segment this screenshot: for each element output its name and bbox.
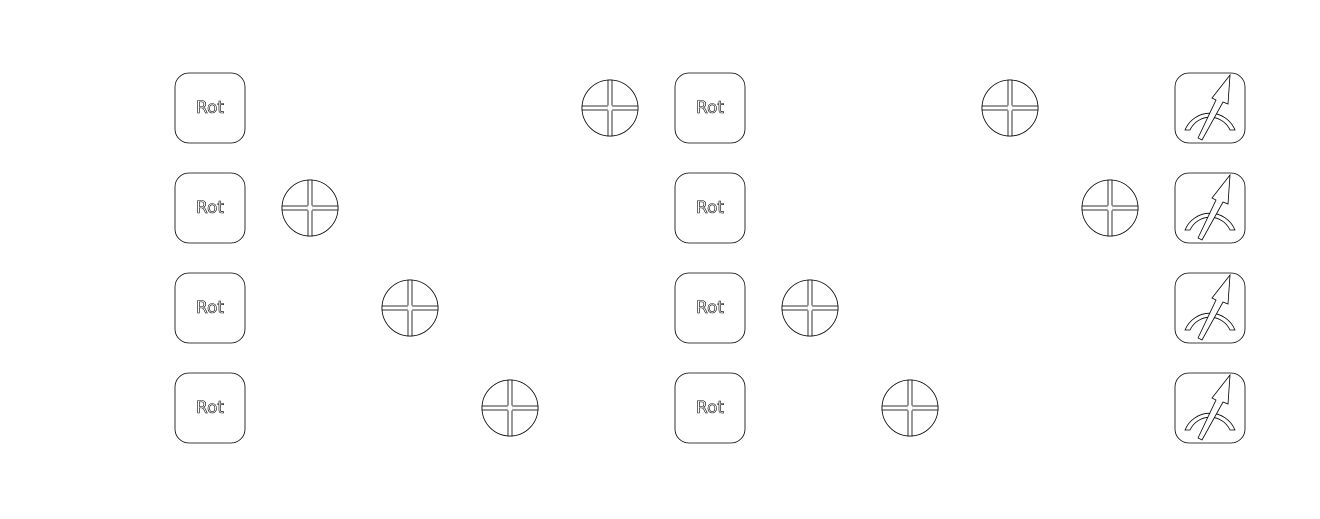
cnot-target-icon bbox=[781, 279, 839, 337]
gate-label: Rot bbox=[196, 198, 224, 218]
rot-gate: Rot bbox=[174, 272, 246, 344]
rot-gate: Rot bbox=[174, 172, 246, 244]
gate-label: Rot bbox=[696, 298, 724, 318]
cnot-target-icon bbox=[281, 179, 339, 237]
gate-label: Rot bbox=[696, 198, 724, 218]
rot-gate: Rot bbox=[174, 372, 246, 444]
rot-gate: Rot bbox=[174, 72, 246, 144]
gate-label: Rot bbox=[196, 298, 224, 318]
rot-gate: Rot bbox=[674, 172, 746, 244]
gate-label: Rot bbox=[196, 398, 224, 418]
cnot-target-icon bbox=[981, 79, 1039, 137]
measurement-icon bbox=[1174, 172, 1246, 244]
cnot-target-icon bbox=[581, 79, 639, 137]
gate-label: Rot bbox=[696, 398, 724, 418]
measurement-icon bbox=[1174, 272, 1246, 344]
rot-gate: Rot bbox=[674, 372, 746, 444]
measurement-icon bbox=[1174, 372, 1246, 444]
gate-box bbox=[174, 272, 246, 344]
gate-box bbox=[674, 72, 746, 144]
gate-label: Rot bbox=[196, 98, 224, 118]
gate-box bbox=[674, 372, 746, 444]
cnot-target-icon bbox=[481, 379, 539, 437]
gate-box bbox=[174, 72, 246, 144]
measurement-icon bbox=[1174, 72, 1246, 144]
gate-box bbox=[174, 372, 246, 444]
cnot-target-icon bbox=[381, 279, 439, 337]
gate-box bbox=[674, 172, 746, 244]
gate-box bbox=[674, 272, 746, 344]
gate-box bbox=[174, 172, 246, 244]
rot-gate: Rot bbox=[674, 72, 746, 144]
rot-gate: Rot bbox=[674, 272, 746, 344]
cnot-target-icon bbox=[881, 379, 939, 437]
cnot-target-icon bbox=[1081, 179, 1139, 237]
gate-label: Rot bbox=[696, 98, 724, 118]
